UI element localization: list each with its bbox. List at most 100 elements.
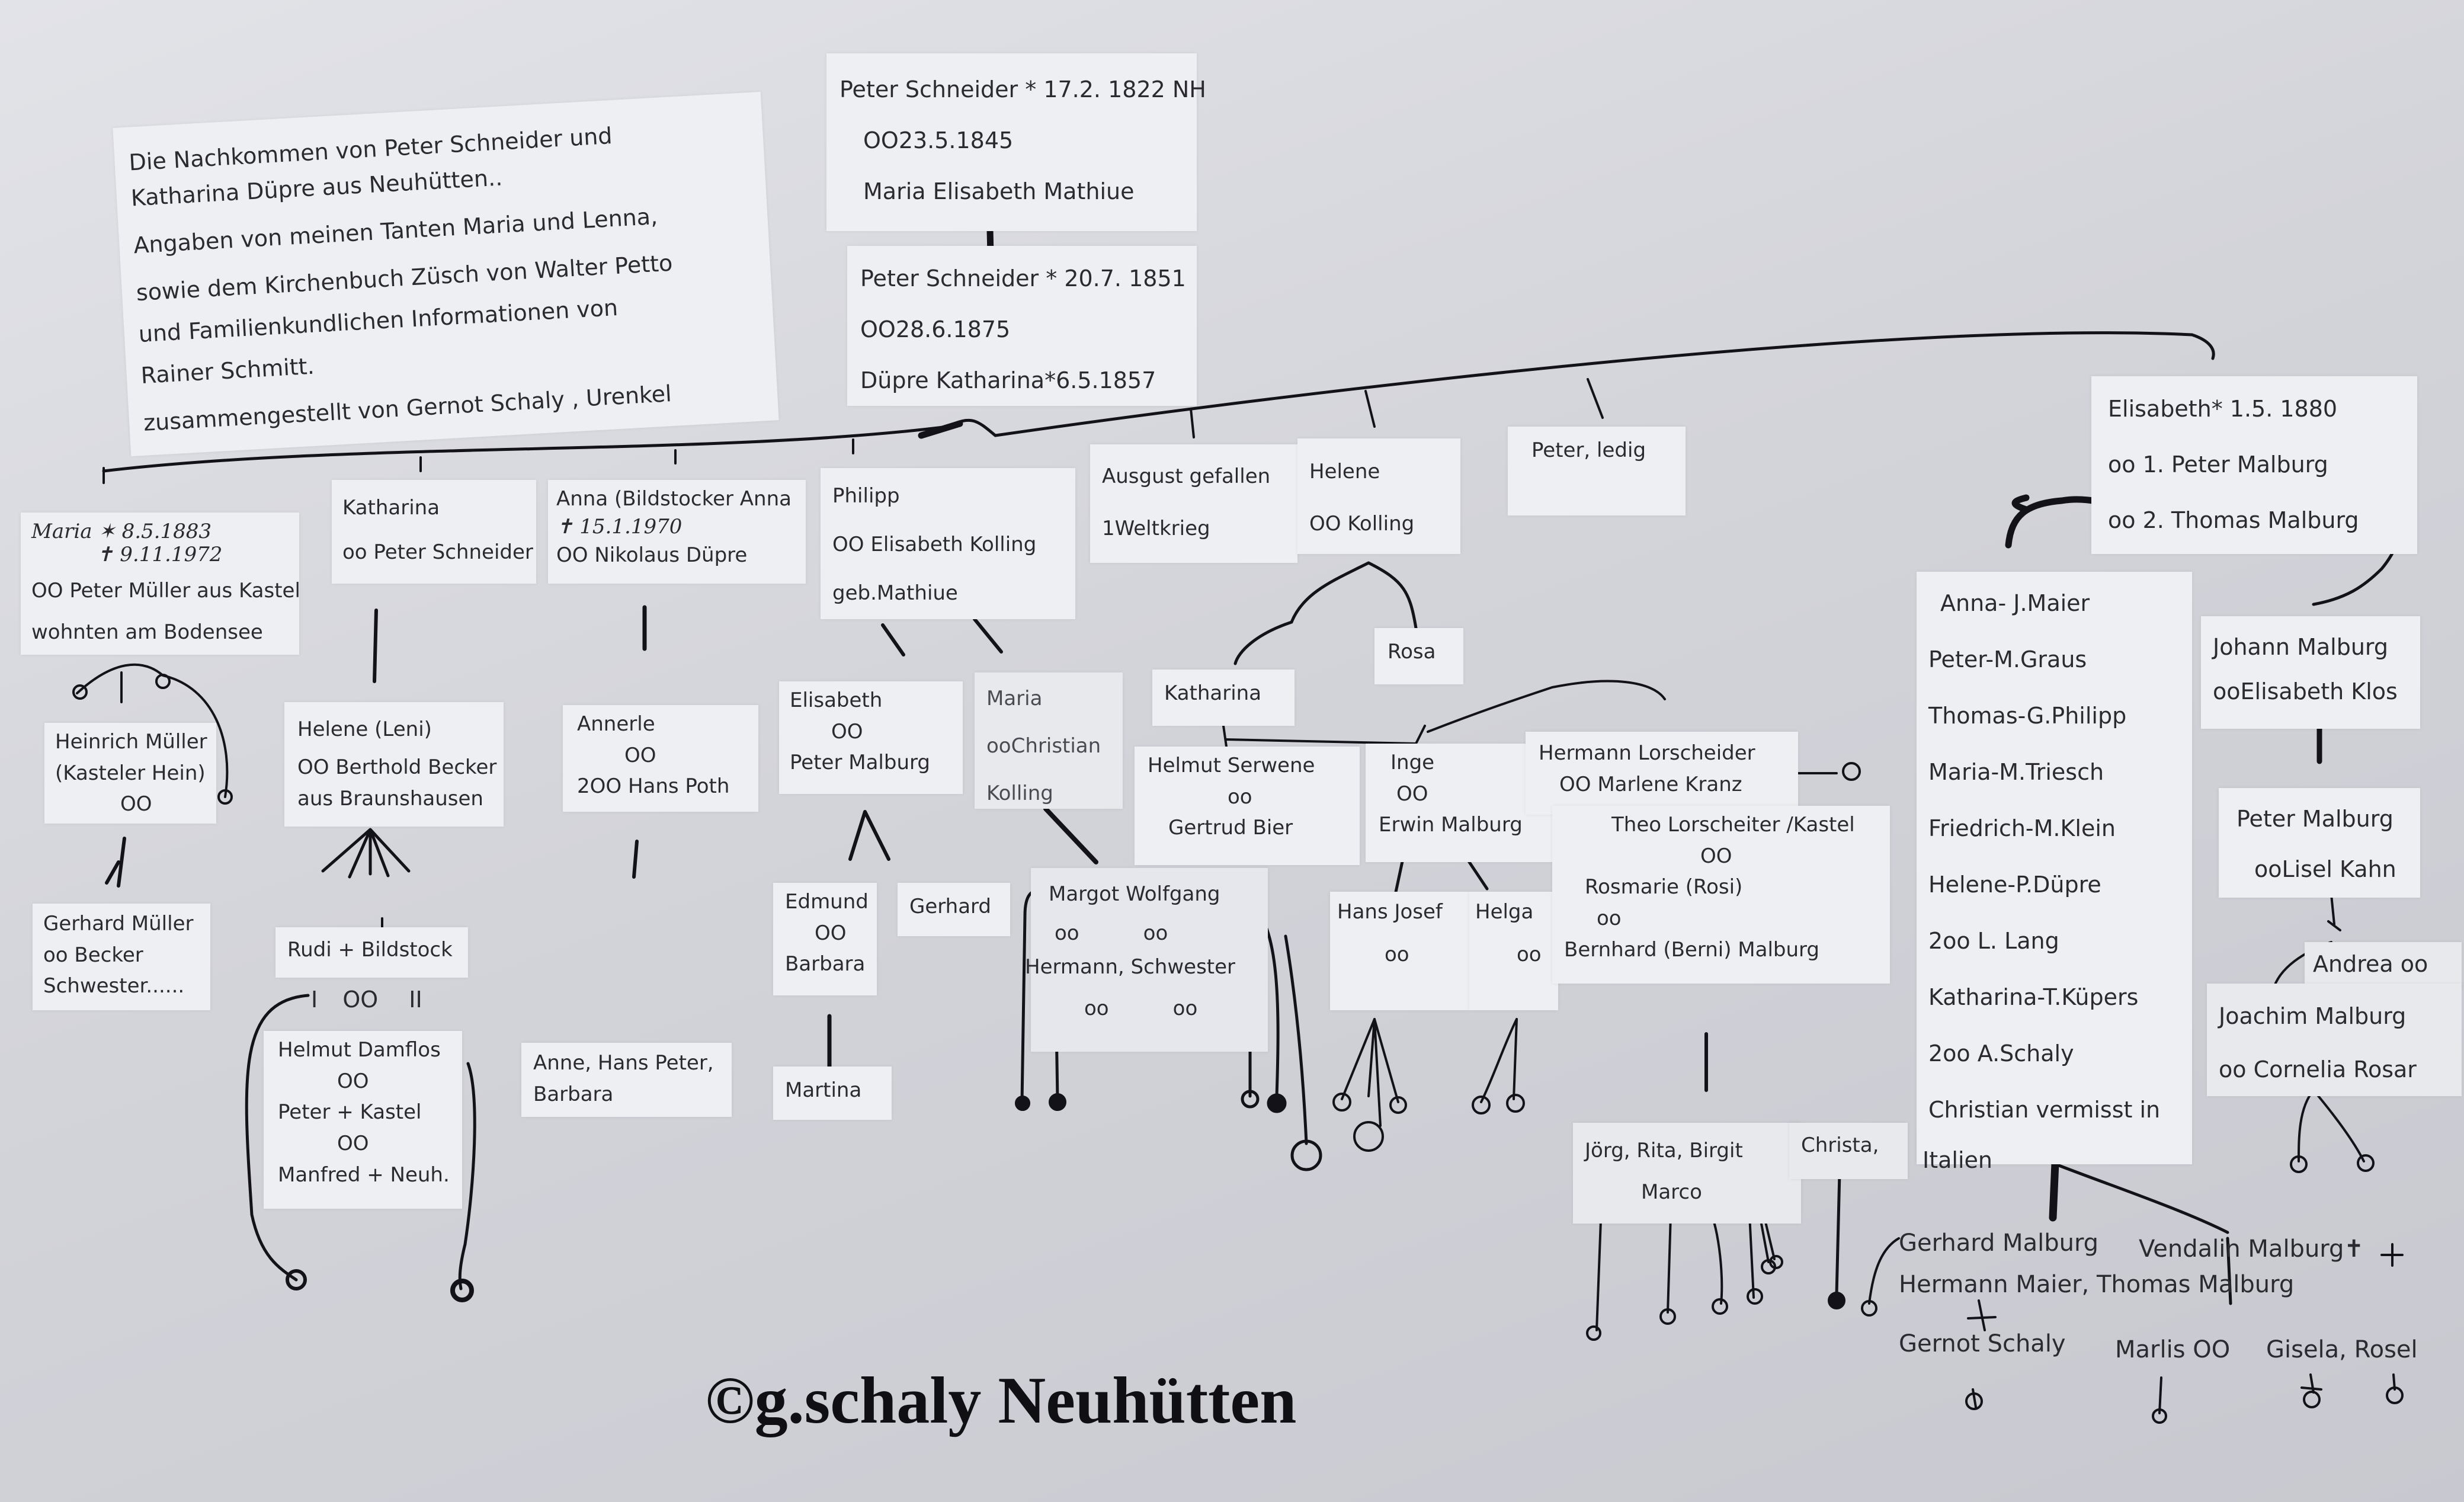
helmut-manfred: Manfred + Neuh. [278, 1162, 450, 1187]
great-grandchild-hermann-lorscheider: Hermann Lorscheider OO Marlene Kranz [1526, 732, 1798, 815]
johann-spouse: ooElisabeth Klos [2213, 678, 2398, 704]
katharina-spouse: oo Peter Schneider [342, 540, 533, 564]
intro-text-card: Die Nachkommen von Peter Schneider und K… [113, 91, 779, 457]
inge-oo: OO [1396, 782, 1428, 806]
theo-name: Theo Lorscheiter /Kastel [1611, 813, 1855, 837]
elisabeth-p-name: Elisabeth [790, 688, 883, 712]
august-note: 1Weltkrieg [1102, 517, 1210, 540]
gerhard-name: Gerhard [909, 895, 991, 918]
great-grandchild-hans-josef: Hans Josef oo [1330, 892, 1469, 1010]
grandchild-peter-malburg: Peter Malburg ooLisel Kahn [2219, 788, 2420, 898]
philipp-name: Philipp [832, 484, 900, 508]
child-card-maria: Maria ✶ 8.5.1883 ✝ 9.11.1972 OO Peter Mü… [21, 513, 300, 655]
maria-p-spouse: ooChristian [986, 734, 1101, 758]
grandchild-gerhard-mueller: Gerhard Müller oo Becker Schwester...... [33, 904, 210, 1010]
inge-spouse: Erwin Malburg [1379, 813, 1523, 837]
gerhard-m-name: Gerhard Malburg [1899, 1229, 2099, 1257]
grandchild-helmut-damflos: Helmut Damflos OO Peter + Kastel OO Manf… [264, 1031, 462, 1209]
hermann-l-name: Hermann Lorscheider [1539, 741, 1755, 765]
root-couple-card: Peter Schneider * 17.2. 1822 NH OO23.5.1… [826, 53, 1206, 231]
maria-residence: wohnten am Bodensee [31, 620, 263, 645]
heinrich-nickname: (Kasteler Hein) [55, 761, 206, 785]
great-grandchild-gisela-rosel: Gisela, Rosel [2266, 1336, 2418, 1363]
grandchild-anne-hans-peter-barbara: Anne, Hans Peter, Barbara [521, 1043, 732, 1117]
great-grandchild-vendalin-malburg: Vendalin Malburg✝ [2139, 1235, 2364, 1263]
child-card-elisabeth: Elisabeth* 1.5. 1880 oo 1. Peter Malburg… [2091, 376, 2417, 554]
child-card-august: Ausgust gefallen 1Weltkrieg [1090, 444, 1297, 563]
grandchild-katharina-helene: Katharina [1152, 670, 1295, 726]
great-grandchild-martina: Martina [773, 1067, 892, 1120]
helene-leni-name: Helene (Leni) [297, 718, 432, 741]
heinrich-name: Heinrich Müller [55, 730, 207, 754]
root-marriage: OO23.5.1845 [863, 127, 1014, 153]
anna-name: Anna (Bildstocker Anna [556, 487, 792, 511]
joerg-marco: Marco [1641, 1180, 1702, 1204]
helmut-s-name: Helmut Serwene [1148, 754, 1315, 777]
maria-marriage: OO Peter Müller aus Kastel [31, 579, 300, 603]
hans-josef-name: Hans Josef [1337, 900, 1443, 924]
grandchild-rosa: Rosa [1374, 628, 1463, 684]
annerle-spouse: 2OO Hans Poth [577, 774, 730, 799]
helene-leni-spouse: OO Berthold Becker [297, 755, 497, 779]
elisabeth-child-christian-note: Italien [1923, 1147, 1992, 1173]
maria-p-name: Maria [986, 687, 1043, 710]
helmut-name: Helmut Damflos [278, 1038, 441, 1062]
grandchild-maria-philipp: Maria ooChristian Kolling [975, 672, 1123, 809]
august-name: Ausgust gefallen [1102, 465, 1271, 488]
main-branch-curve [102, 331, 2215, 473]
child-card-peter: Peter, ledig [1508, 427, 1686, 515]
elisabeth-birth: Elisabeth* 1.5. 1880 [2108, 396, 2338, 422]
helene-spouse: OO Kolling [1309, 512, 1415, 536]
johann-name: Johann Malburg [2213, 634, 2388, 660]
parents-card: Peter Schneider * 20.7. 1851 OO28.6.1875… [847, 246, 1197, 406]
great-grandchild-helga: Helga oo [1469, 892, 1558, 1010]
elisabeth-spouse-1: oo 1. Peter Malburg [2108, 451, 2328, 478]
grandchild-helene-leni: Helene (Leni) OO Berthold Becker aus Bra… [284, 702, 504, 827]
annerle-name: Annerle [577, 712, 655, 736]
katharina-h-name: Katharina [1164, 681, 1262, 705]
branch-tick-peter [1587, 378, 1604, 419]
grandchild-heinrich: Heinrich Müller (Kasteler Hein) OO [44, 723, 216, 824]
branch-tick-august [1190, 408, 1195, 438]
edmund-name: Edmund [785, 890, 869, 914]
marlis-name: Marlis OO [2115, 1336, 2231, 1363]
great-grandchild-gerhard-malburg: Gerhard Malburg [1899, 1229, 2098, 1257]
child-card-philipp: Philipp OO Elisabeth Kolling geb.Mathiue [821, 468, 1075, 619]
great-grandchild-helmut-serwene: Helmut Serwene oo Gertrud Bier [1135, 747, 1360, 865]
theo-rosi: Rosmarie (Rosi) [1585, 875, 1743, 899]
theo-berni: Bernhard (Berni) Malburg [1564, 937, 1819, 962]
child-card-katharina: Katharina oo Peter Schneider [332, 480, 536, 584]
child-card-helene: Helene OO Kolling [1297, 438, 1460, 554]
parents-name: Peter Schneider * 20.7. 1851 [860, 265, 1186, 292]
hermann-maier-names: Hermann Maier, Thomas Malburg [1899, 1271, 2295, 1298]
grandchild-edmund: Edmund OO Barbara [773, 883, 877, 995]
root-spouse: Maria Elisabeth Mathiue [863, 178, 1135, 204]
grandchildren-list-elisabeth: Anna- J.Maier Peter-M.Graus Thomas-G.Phi… [1917, 572, 2192, 1173]
inge-name: Inge [1390, 751, 1435, 774]
great-grandchild-hermann-maier: Hermann Maier, Thomas Malburg [1899, 1271, 2294, 1298]
elisabeth-child-helene: Helene-P.Düpre [1928, 872, 2101, 898]
anne-names: Anne, Hans Peter, [533, 1051, 714, 1075]
peter-m-name: Peter Malburg [2236, 806, 2393, 832]
maria-birth: Maria ✶ 8.5.1883 [31, 520, 212, 543]
margot-oo-row-2: oo oo [1084, 996, 1198, 1020]
martina-name: Martina [785, 1078, 862, 1102]
parents-spouse: Düpre Katharina*6.5.1857 [860, 367, 1156, 393]
helene-name: Helene [1309, 460, 1380, 483]
grandchild-gerhard: Gerhard [898, 883, 1010, 936]
helmut-oo-2: OO [337, 1132, 369, 1156]
elisabeth-p-spouse: Peter Malburg [790, 751, 930, 775]
elisabeth-child-thomas: Thomas-G.Philipp [1928, 703, 2127, 729]
rudi-name: Rudi + Bildstock [287, 938, 453, 962]
philipp-spouse-birthname: geb.Mathiue [832, 581, 958, 605]
great-grandchild-theo-lorscheiter: Theo Lorscheiter /Kastel OO Rosmarie (Ro… [1552, 806, 1890, 984]
joachim-spouse: oo Cornelia Rosar [2219, 1056, 2417, 1083]
peter-name: Peter, ledig [1531, 438, 1646, 462]
helmut-s-spouse: Gertrud Bier [1168, 816, 1293, 840]
edmund-spouse: Barbara [785, 952, 866, 976]
helmut-oo-1: OO [337, 1069, 369, 1093]
marriage-mark-second: II [409, 987, 422, 1013]
branch-tick-helene [1364, 390, 1376, 428]
elisabeth-child-katharina: Katharina-T.Küpers [1928, 984, 2139, 1010]
